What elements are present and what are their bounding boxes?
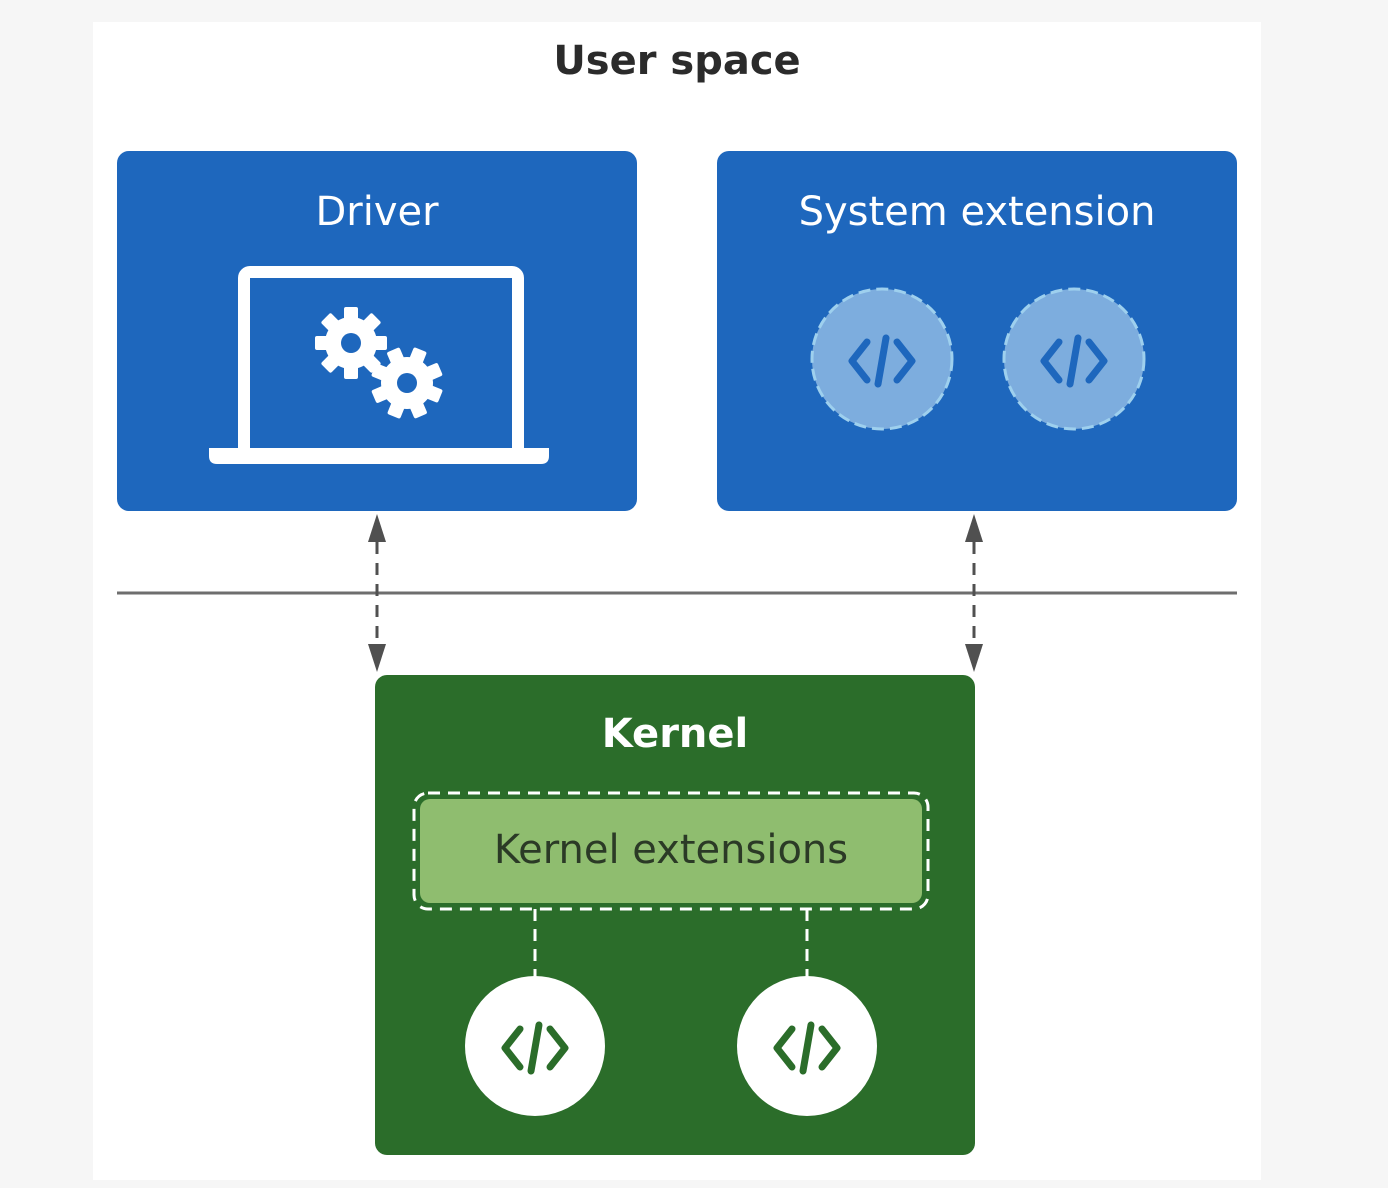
arrowhead-down-icon [368,644,386,672]
laptop-with-gears-icon [209,266,549,464]
system-extension-code-icon [810,287,954,431]
system-extension-box: System extension [717,151,1237,511]
kernel-extensions-box [420,799,922,903]
kernel-extensions-label: Kernel extensions [493,827,849,873]
diagram-overlay [117,266,1237,1116]
arrowhead-down-icon [965,644,983,672]
system-extension-code-icon [1002,287,1146,431]
kernel-extensions-outline [412,791,930,911]
driver-title: Driver [315,189,439,235]
kernel-title: Kernel [601,711,749,757]
sysext-kernel-connector [965,514,983,672]
kernel-code-icon [465,976,605,1116]
kernel-extensions-group [412,791,930,911]
user-space-title: User space [553,38,801,84]
diagram-canvas: User space Driver System extension Kerne… [93,22,1261,1180]
arrowhead-up-icon [368,514,386,542]
kernel-code-icon [737,976,877,1116]
driver-kernel-connector [368,514,386,672]
system-extension-title: System extension [798,189,1156,235]
arrowhead-up-icon [965,514,983,542]
